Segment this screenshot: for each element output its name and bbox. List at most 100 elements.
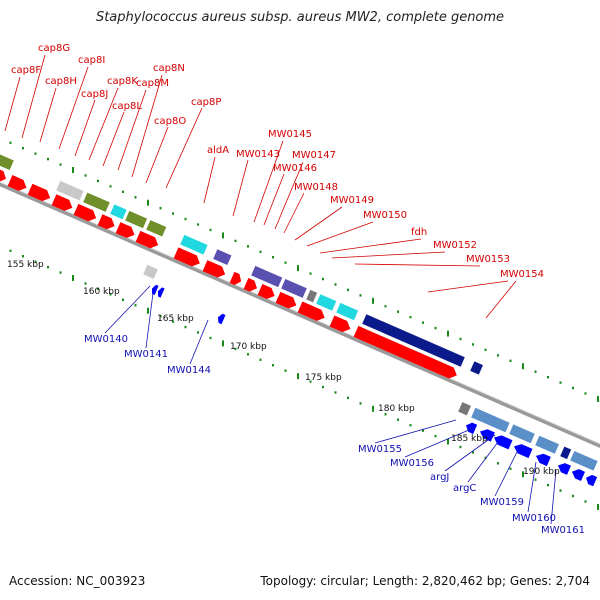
minor-tick bbox=[172, 212, 174, 215]
gene-forward bbox=[0, 168, 6, 183]
major-tick bbox=[297, 373, 299, 380]
cog-bar-forward bbox=[82, 191, 111, 213]
gene-forward-shape bbox=[307, 305, 325, 321]
cog-bar-reverse bbox=[457, 401, 472, 417]
minor-tick bbox=[109, 185, 112, 188]
gene-forward bbox=[307, 305, 325, 321]
cog-bar-reverse-rect bbox=[569, 450, 599, 472]
gene-label-forward: MW0146 bbox=[273, 163, 317, 174]
gene-label-forward: MW0149 bbox=[330, 195, 374, 206]
gene-forward bbox=[257, 284, 275, 300]
cog-bar-forward bbox=[212, 248, 233, 266]
gene-reverse-shape bbox=[572, 469, 585, 481]
minor-tick bbox=[359, 294, 362, 297]
cog-bar-forward bbox=[315, 293, 338, 312]
leader-line-reverse bbox=[189, 319, 209, 365]
gene-forward bbox=[27, 183, 51, 202]
minor-tick bbox=[322, 385, 324, 389]
leader-line-forward bbox=[165, 107, 203, 189]
gene-forward-shape bbox=[0, 168, 6, 183]
topology-summary: Topology: circular; Length: 2,820,462 bp… bbox=[260, 574, 590, 588]
major-tick bbox=[372, 405, 374, 412]
cog-bar-reverse bbox=[508, 423, 536, 445]
gene-label-forward: cap8H bbox=[45, 76, 77, 87]
minor-tick bbox=[209, 336, 212, 340]
minor-tick bbox=[47, 265, 49, 269]
minor-tick bbox=[509, 467, 512, 470]
gene-forward-shape bbox=[243, 277, 257, 292]
gene-forward-shape bbox=[115, 222, 135, 238]
minor-tick bbox=[459, 337, 462, 341]
minor-tick bbox=[22, 147, 24, 150]
minor-tick bbox=[159, 206, 162, 210]
gene-reverse-shape bbox=[480, 429, 495, 442]
gene-label-reverse: MW0140 bbox=[84, 334, 128, 345]
cog-bar-forward-rect bbox=[335, 302, 359, 322]
cog-bar-forward-rect bbox=[280, 278, 308, 299]
leader-line-reverse bbox=[404, 426, 477, 458]
cog-bar-reverse-rect bbox=[142, 263, 159, 280]
minor-tick bbox=[384, 413, 387, 416]
minor-tick bbox=[172, 320, 174, 323]
leader-line-forward bbox=[263, 173, 285, 226]
minor-tick bbox=[259, 250, 262, 253]
cog-bar-forward bbox=[335, 302, 359, 322]
gene-reverse-shape bbox=[494, 435, 513, 450]
kbp-label: 180 kbp bbox=[378, 404, 415, 414]
gene-forward bbox=[243, 277, 257, 292]
leader-line-reverse bbox=[145, 292, 154, 349]
cog-bar-forward-rect bbox=[469, 360, 484, 376]
gene-label-forward: MW0152 bbox=[433, 240, 477, 251]
cog-bar-reverse bbox=[569, 450, 599, 472]
gene-forward bbox=[173, 247, 200, 267]
gene-forward bbox=[73, 203, 97, 222]
label-leader-lines bbox=[4, 54, 557, 525]
leader-line-forward bbox=[74, 99, 96, 157]
gene-forward bbox=[275, 291, 297, 309]
minor-tick bbox=[359, 402, 362, 405]
kbp-label: 185 kbp bbox=[451, 434, 488, 444]
leader-line-forward bbox=[319, 238, 422, 254]
gene-reverse bbox=[536, 453, 551, 467]
gene-label-forward: MW0148 bbox=[294, 182, 338, 193]
leader-line-forward bbox=[485, 280, 517, 319]
major-tick bbox=[447, 330, 449, 337]
major-tick bbox=[597, 395, 599, 402]
gene-label-forward: MW0143 bbox=[236, 149, 280, 160]
leader-line-forward bbox=[21, 54, 46, 139]
tick-marks bbox=[9, 141, 599, 510]
cog-bar-forward-rect bbox=[250, 265, 284, 288]
minor-tick bbox=[9, 249, 12, 252]
leader-line-reverse bbox=[104, 285, 151, 334]
gene-forward bbox=[7, 175, 27, 191]
cog-bar-forward-rect bbox=[55, 180, 85, 202]
cog-bar-forward-rect bbox=[212, 248, 233, 266]
cog-bar-forward bbox=[469, 360, 484, 376]
gene-forward bbox=[115, 222, 135, 238]
cog-bar-reverse-rect bbox=[508, 423, 536, 445]
leader-line-forward bbox=[331, 251, 446, 259]
gene-label-forward: MW0154 bbox=[500, 269, 544, 280]
major-tick bbox=[72, 167, 74, 174]
gene-forward-shape bbox=[27, 183, 51, 202]
cog-bar-forward bbox=[305, 289, 318, 304]
gene-label-forward: cap8F bbox=[11, 65, 41, 76]
minor-tick bbox=[84, 282, 87, 285]
minor-tick bbox=[472, 451, 474, 454]
minor-tick bbox=[97, 287, 99, 291]
gene-reverse bbox=[586, 474, 598, 487]
cog-bar-reverse bbox=[559, 445, 572, 460]
minor-tick bbox=[309, 380, 312, 383]
gene-reverse-shape bbox=[152, 284, 159, 296]
leader-line-reverse bbox=[374, 419, 457, 444]
minor-tick bbox=[284, 369, 287, 372]
kbp-label: 160 kbp bbox=[83, 287, 120, 297]
gene-reverse bbox=[514, 444, 533, 459]
minor-tick bbox=[272, 364, 274, 367]
gene-reverse bbox=[466, 422, 478, 434]
minor-tick bbox=[484, 456, 487, 460]
minor-tick bbox=[97, 179, 99, 183]
gene-forward-shape bbox=[329, 315, 351, 333]
